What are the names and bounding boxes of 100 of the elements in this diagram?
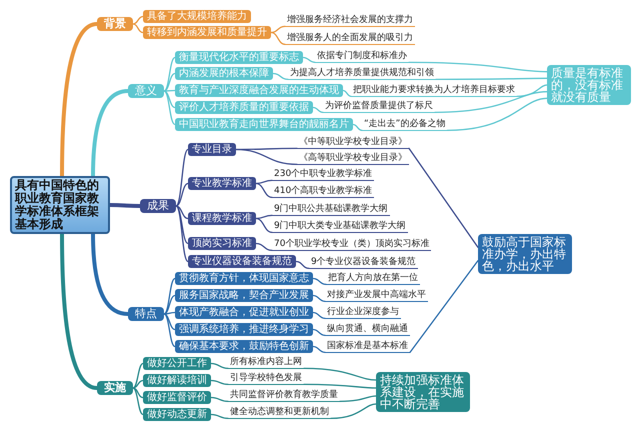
central-topic-box: 具有中国特色的职业教育国家教学标准体系框架基本形成: [10, 176, 110, 234]
branch-line: [312, 278, 327, 285]
subtopic-box: 衡量现代化水平的重要标志: [175, 51, 303, 64]
branch-line: [255, 218, 273, 233]
branch-line: [175, 205, 189, 244]
subtopic-box: 强调系统培养，推进终身学习: [175, 323, 313, 336]
subtopic-box: 顶岗实习标准: [188, 237, 256, 250]
summary-line: [339, 395, 377, 402]
subtopic-box: 中国职业教育走向世界舞台的靓丽名片: [175, 118, 353, 131]
branch-line: [175, 182, 189, 207]
branch-line: [255, 214, 273, 220]
branch-line: [270, 26, 286, 34]
leaf-text: 把职业能力要求转换为人才培养目标要求: [351, 84, 517, 97]
branch-line: [210, 414, 229, 419]
branch-line: [312, 294, 326, 302]
branch-line: [302, 56, 316, 63]
summary-box: 质量是有标准的，没有标准就没有质量: [547, 65, 631, 105]
main-topic-box: 成果: [140, 199, 176, 213]
subtopic-box: 做好动态更新: [143, 408, 211, 421]
subtopic-box: 专业目录: [188, 143, 236, 156]
summary-line: [434, 91, 548, 113]
leaf-text: 为提高人才培养质量提供规范和引领: [288, 67, 436, 80]
branch-line: [352, 124, 363, 131]
summary-line: [303, 368, 377, 381]
branch-line: [163, 90, 176, 126]
subtopic-box: 确保基本要求，鼓励特色创新: [175, 340, 313, 353]
subtopic-box: 贯彻教育方针，体现国家意志: [175, 272, 313, 285]
branch-line: [163, 312, 176, 315]
summary-line: [303, 384, 377, 389]
subtopic-box: 具备了大规模培养能力: [143, 10, 251, 23]
summary-line: [516, 84, 548, 97]
branch-line: [255, 180, 273, 184]
branch-line: [210, 396, 229, 402]
subtopic-box: 做好监督评价: [143, 391, 211, 404]
branch-line: [60, 22, 99, 178]
subtopic-box: 做好解读培训: [143, 374, 211, 387]
branch-line: [163, 56, 176, 92]
branch-line: [132, 380, 144, 389]
subtopic-box: 内涵发展的根本保障: [175, 67, 273, 80]
subtopic-box: 专业教学标准: [188, 177, 256, 190]
leaf-text: 健全动态调整和更新机制: [228, 406, 331, 419]
summary-box: 鼓励高于国家标准办学，办出特色，办出水平: [478, 234, 572, 274]
leaf-text: 把育人方向放在第一位: [326, 272, 420, 285]
summary-line: [435, 78, 548, 80]
subtopic-box: 体现产教融合，促进就业创业: [175, 306, 313, 319]
leaf-text: 70个职业学校专业（类）顶岗实习标准: [272, 238, 432, 251]
branch-line: [60, 232, 99, 390]
main-topic-box: 意义: [128, 84, 164, 98]
leaf-text: 引导学校特色发展: [228, 372, 304, 385]
branch-line: [312, 328, 326, 336]
branch-line: [91, 232, 130, 316]
summary-line: [330, 403, 377, 419]
branch-line: [270, 32, 286, 45]
branch-line: [312, 346, 326, 353]
branch-line: [235, 148, 298, 165]
summary-line: [446, 98, 548, 131]
subtopic-box: 转移到内涵发展和质量提升: [143, 26, 271, 39]
branch-line: [175, 205, 189, 220]
leaf-text: 共同监督评价教育教学质量: [228, 389, 340, 402]
subtopic-box: 专业仪器设备装备规范: [188, 255, 296, 268]
branch-line: [272, 72, 289, 80]
subtopic-box: 课程教学标准: [188, 212, 256, 225]
branch-line: [132, 23, 144, 34]
branch-line: [342, 90, 352, 97]
leaf-text: 410个高职专业教学标准: [272, 185, 374, 198]
branch-line: [132, 362, 144, 389]
subtopic-box: 做好公开工作: [143, 357, 211, 370]
summary-line: [408, 148, 479, 248]
branch-line: [312, 312, 326, 319]
leaf-text: 9个专业仪器设备装备规范: [309, 256, 418, 269]
leaf-text: 9门中职公共基础课教学大纲: [272, 203, 390, 216]
leaf-text: 纵向贯通、横向融通: [325, 323, 410, 336]
subtopic-box: 服务国家战略，契合产业发展: [175, 289, 313, 302]
branch-line: [163, 313, 176, 330]
summary-box: 持续加强标准体系建设，在实施中不断完善: [376, 372, 470, 412]
branch-line: [255, 182, 273, 198]
branch-line: [312, 106, 324, 113]
branch-line: [163, 313, 176, 348]
branch-line: [132, 16, 144, 25]
leaf-text: 对接产业发展中高端水平: [325, 289, 428, 302]
summary-line: [409, 260, 479, 353]
branch-line: [132, 387, 144, 398]
leaf-text: 行业企业深度参与: [325, 306, 401, 319]
branch-line: [163, 90, 176, 92]
branch-line: [210, 380, 229, 385]
branch-line: [210, 362, 229, 369]
leaf-text: 增强服务经济社会发展的支撑力: [285, 14, 415, 27]
leaf-text: 9门中职大类专业基础课教学大纲: [272, 220, 408, 233]
branch-line: [255, 242, 273, 251]
subtopic-box: 评价人才培养质量的重要依据: [175, 101, 313, 114]
branch-line: [91, 89, 130, 178]
branch-line: [163, 278, 176, 315]
leaf-text: 《中等职业学校专业目录》: [297, 136, 409, 149]
branch-line: [132, 387, 144, 416]
main-topic-box: 特点: [128, 307, 164, 321]
leaf-text: “走出去”的必备之物: [362, 118, 448, 131]
branch-line: [163, 90, 176, 108]
leaf-text: 所有标准内容上网: [228, 356, 304, 369]
subtopic-box: 教育与产业深度融合发展的生动体现: [175, 84, 343, 97]
leaf-text: 为评价监督质量提供了标尺: [323, 100, 435, 113]
